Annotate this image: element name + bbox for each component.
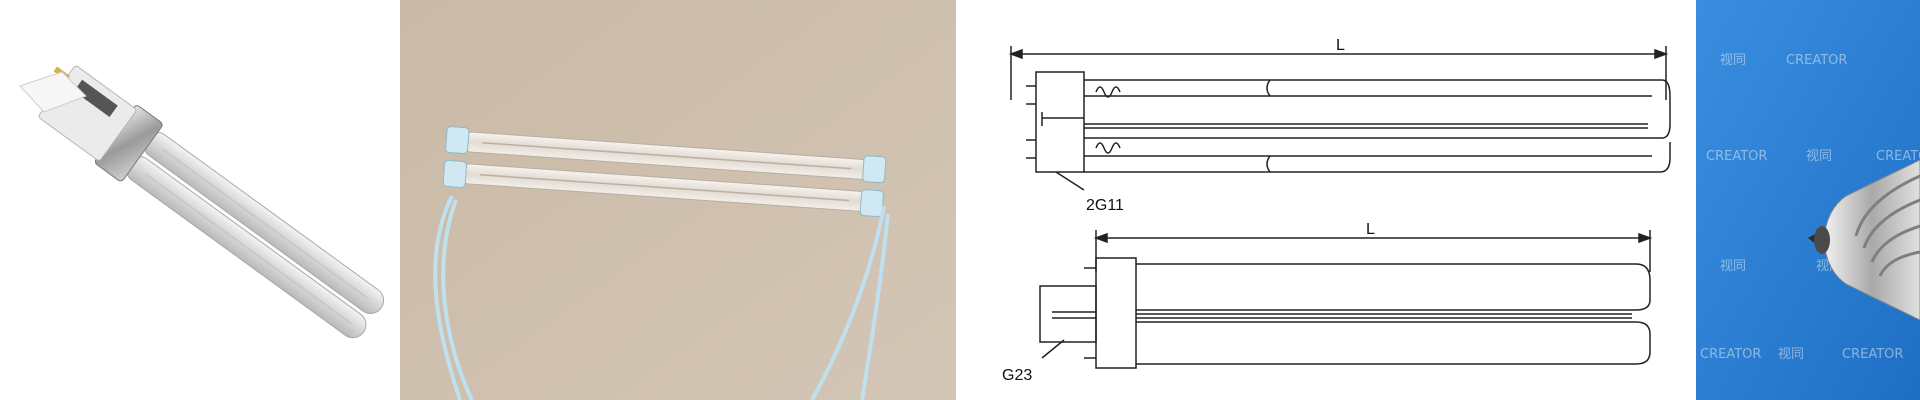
- end-cap-icon: [862, 155, 887, 184]
- wire: [441, 199, 474, 400]
- bottom-base-label: G23: [1002, 367, 1032, 384]
- wire: [433, 195, 462, 400]
- screw-bulb-illustration: 视同 CREATOR CREATOR 视同 CREATOR 视同 视同 CREA…: [1696, 0, 1920, 400]
- watermark-text: CREATOR: [1700, 347, 1761, 362]
- watermark-text: CREATOR: [1706, 149, 1767, 164]
- end-cap-icon: [445, 126, 470, 155]
- wire: [860, 213, 890, 400]
- watermark-text: CREATOR: [1842, 347, 1903, 362]
- plug-top: [19, 71, 87, 113]
- watermark-text: 视同: [1720, 53, 1746, 68]
- top-length-label: L: [1336, 37, 1345, 54]
- screw-base: [1808, 159, 1920, 321]
- uv-lamp-illustration: [19, 65, 385, 339]
- quartz-tubes-illustration: [400, 0, 956, 400]
- uv-lamp-photo: [0, 0, 400, 400]
- bottom-length-label: L: [1366, 221, 1375, 238]
- watermark-text: 视同: [1720, 259, 1746, 274]
- watermark-text: CREATOR: [1786, 53, 1847, 68]
- twin-quartz-tubes-photo: [400, 0, 956, 400]
- wire: [810, 205, 886, 400]
- watermark-text: CREATOR: [1876, 149, 1920, 164]
- end-cap-icon: [442, 160, 468, 188]
- dimension-drawing-svg: L 2G11: [1002, 37, 1671, 384]
- watermark-text: 视同: [1806, 149, 1832, 164]
- lamp-dimension-drawing: L 2G11: [956, 0, 1696, 400]
- base-label: [73, 79, 118, 117]
- screw-base-bulb-photo: 视同 CREATOR CREATOR 视同 CREATOR 视同 视同 CREA…: [1696, 0, 1920, 400]
- end-cap-icon: [859, 189, 884, 218]
- top-base-label: 2G11: [1086, 197, 1124, 214]
- watermark-text: 视同: [1778, 347, 1804, 362]
